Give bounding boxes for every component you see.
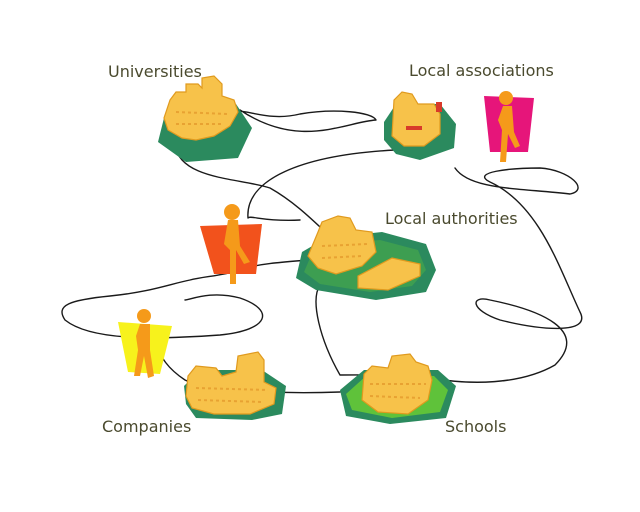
local-authorities-annex — [357, 257, 421, 291]
local-authorities-window-row — [321, 243, 369, 247]
person-body-icon — [498, 106, 520, 162]
companies-node — [184, 351, 286, 420]
person-head-icon — [499, 91, 513, 105]
person-head-icon — [224, 204, 240, 220]
local-authorities-node — [296, 215, 436, 300]
schools-window-row — [369, 395, 421, 399]
person-body-icon — [134, 324, 154, 378]
local-associations-building — [391, 91, 441, 147]
person-head-icon — [137, 309, 151, 323]
universities-node — [158, 75, 252, 162]
schools-node — [340, 353, 456, 424]
flag-icon — [436, 102, 442, 112]
local-associations-node — [384, 91, 456, 160]
person-body-icon — [224, 220, 250, 284]
companies-window-row — [197, 399, 263, 403]
local-authorities-window-row — [321, 255, 363, 259]
local-associations-sign — [406, 126, 422, 130]
local-associations-person — [484, 91, 534, 162]
label-universities: Universities — [108, 62, 202, 81]
companies-window-row — [195, 387, 269, 391]
local-authorities-person — [200, 204, 262, 284]
universities-window-row — [175, 111, 229, 115]
companies-person — [118, 309, 172, 378]
companies-building — [185, 351, 277, 415]
label-schools: Schools — [445, 417, 507, 436]
label-local-associations: Local associations — [409, 61, 554, 80]
label-local-authorities: Local authorities — [385, 209, 518, 228]
label-companies: Companies — [102, 417, 192, 436]
